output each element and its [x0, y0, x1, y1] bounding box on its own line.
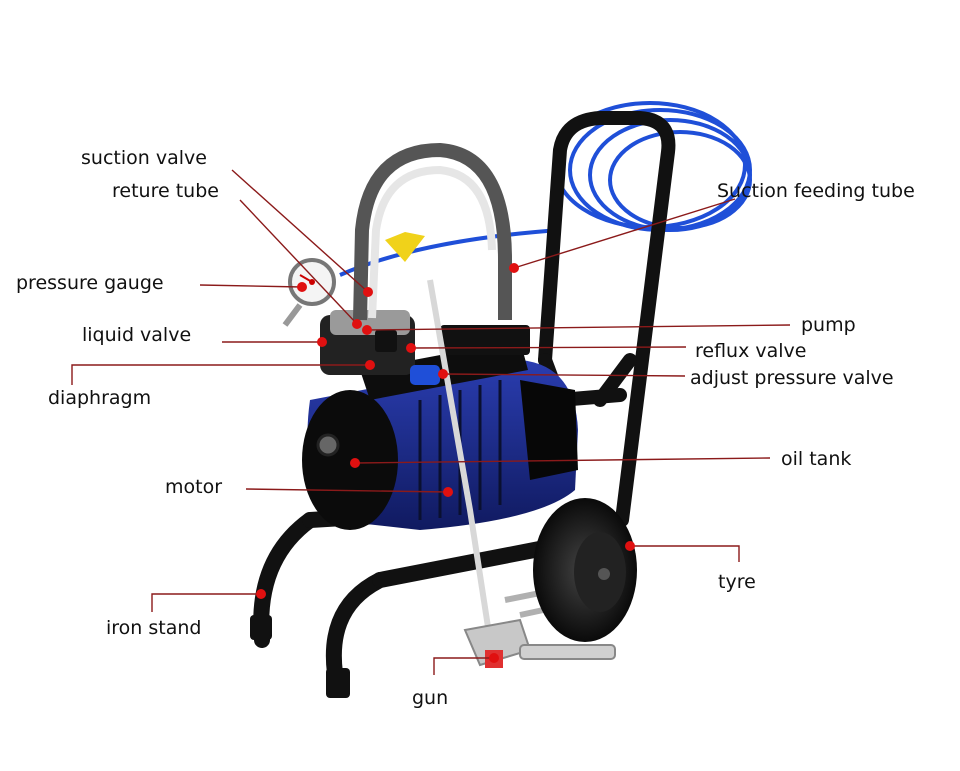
leader-motor	[245, 488, 449, 493]
label-reture-tube: reture tube	[112, 180, 219, 202]
label-pressure-gauge: pressure gauge	[16, 272, 164, 294]
label-pump: pump	[801, 314, 856, 336]
label-suction-feeding-tube: Suction feeding tube	[717, 180, 915, 202]
label-tyre: tyre	[718, 571, 756, 593]
dot-liquid-valve	[317, 337, 327, 347]
label-liquid-valve: liquid valve	[82, 324, 192, 346]
leader-gun	[433, 657, 494, 675]
leader-pressure-gauge	[199, 284, 303, 288]
leader-diaphragm	[71, 364, 370, 385]
label-suction-valve: suction valve	[81, 147, 207, 169]
label-oil-tank: oil tank	[781, 448, 852, 470]
label-reflux-valve: reflux valve	[695, 340, 807, 362]
spray-tip-yellow	[385, 232, 425, 262]
stand-foot-right	[326, 668, 350, 698]
dot-pressure-gauge	[297, 282, 307, 292]
tyre-drawing	[533, 498, 637, 642]
suction-tube	[368, 165, 496, 319]
leader-reflux-valve	[410, 346, 687, 349]
leader-suction-feeding-tube	[513, 198, 736, 269]
leader-iron-stand	[151, 593, 261, 612]
label-gun: gun	[412, 687, 449, 709]
dot-tyre	[625, 541, 635, 551]
leader-tyre	[630, 545, 740, 562]
pressure-gauge-drawing	[282, 258, 336, 327]
dot-reflux-valve	[406, 343, 416, 353]
leader-reture-tube	[239, 199, 358, 325]
return-tube	[353, 142, 512, 321]
dot-adjust-pressure-valve	[438, 369, 448, 379]
leader-lines	[71, 169, 791, 675]
dot-reture-tube	[352, 319, 362, 329]
leader-oil-tank	[354, 457, 771, 464]
dot-oil-tank	[350, 458, 360, 468]
dot-gun	[489, 653, 499, 663]
dot-suction-feeding-tube	[509, 263, 519, 273]
marker-dots	[256, 263, 635, 663]
leader-suction-valve	[231, 169, 369, 293]
dot-iron-stand	[256, 589, 266, 599]
dot-pump	[362, 325, 372, 335]
dot-suction-valve	[363, 287, 373, 297]
leader-adjust-pressure-valve	[442, 373, 686, 377]
label-motor: motor	[165, 476, 223, 498]
label-iron-stand: iron stand	[106, 617, 202, 639]
dot-motor	[443, 487, 453, 497]
gun-hose	[427, 279, 493, 641]
dot-diaphragm	[365, 360, 375, 370]
leader-pump	[366, 324, 791, 331]
stand-foot-left	[250, 615, 272, 640]
label-adjust-pressure-valve: adjust pressure valve	[690, 367, 894, 389]
label-diaphragm: diaphragm	[48, 387, 152, 409]
